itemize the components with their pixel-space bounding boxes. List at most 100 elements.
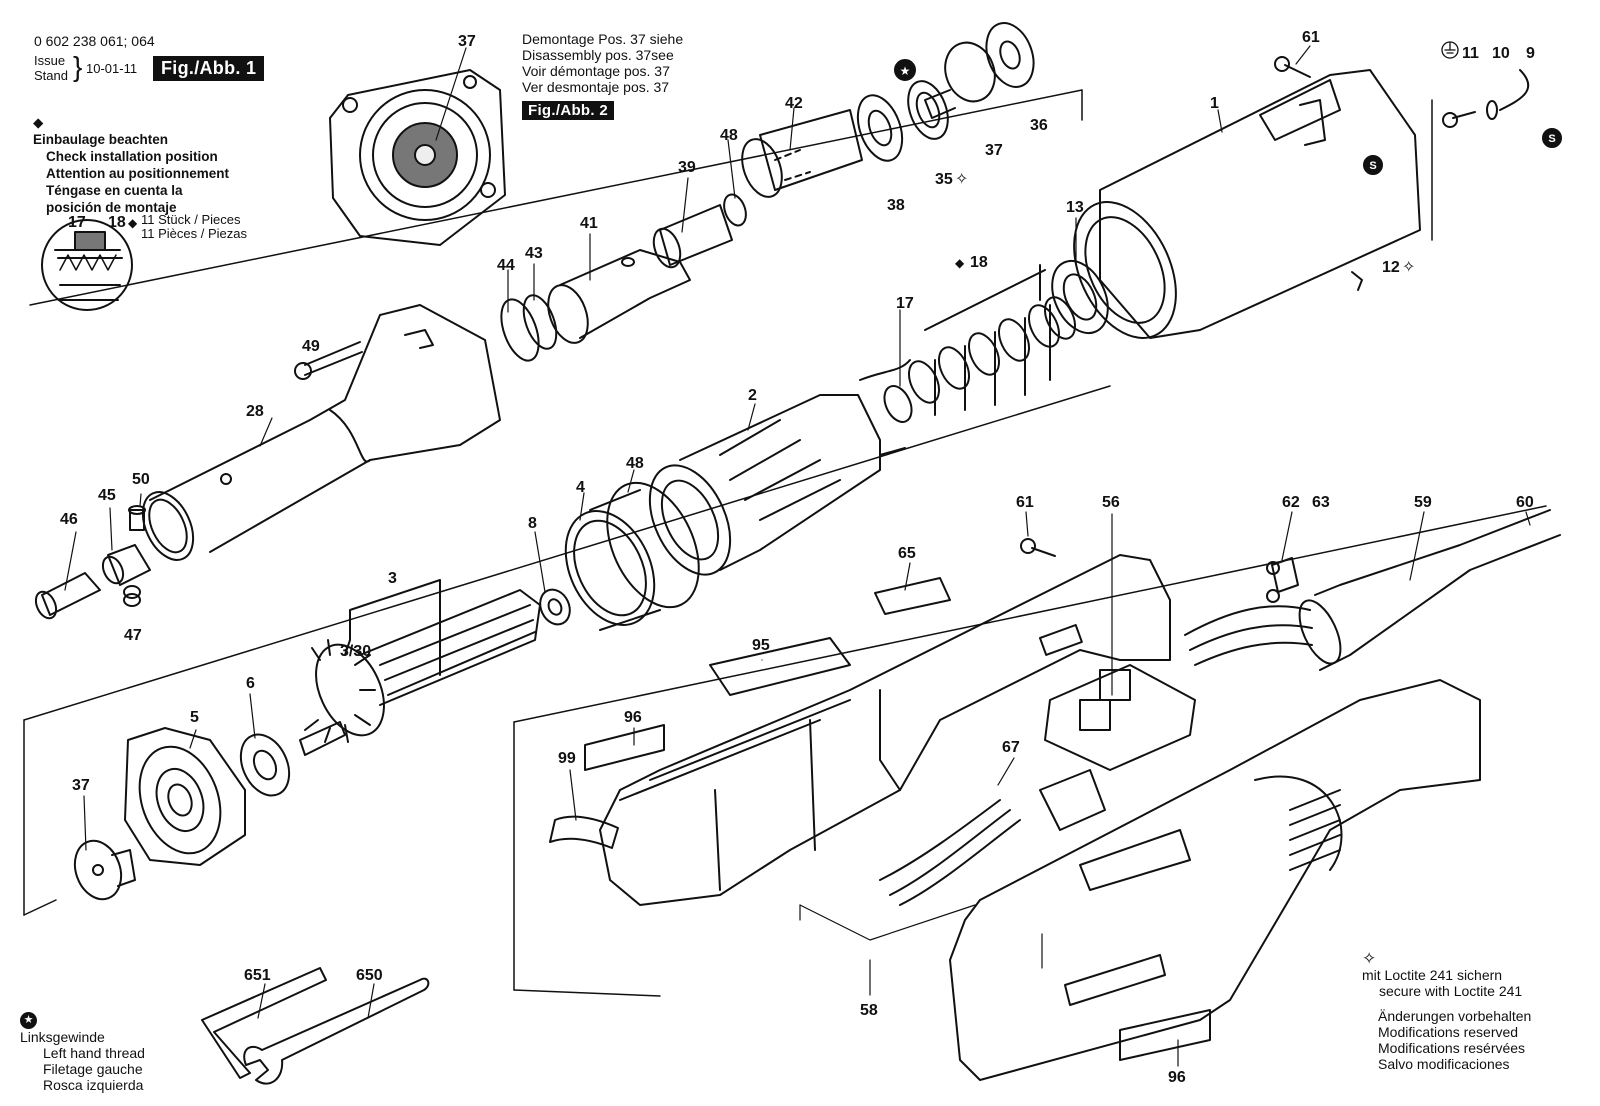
ground-symbol-icon bbox=[1441, 41, 1459, 59]
part-number: 58 bbox=[860, 1002, 878, 1019]
part-49-screw bbox=[294, 341, 363, 380]
part-41-spindle bbox=[500, 249, 691, 362]
part-number: 45 bbox=[98, 487, 116, 504]
part-number: 4 bbox=[576, 479, 585, 496]
switch-block bbox=[1039, 664, 1196, 831]
part-number: 41 bbox=[580, 215, 598, 232]
part-number: 49 bbox=[302, 338, 320, 355]
part-number: 17 bbox=[68, 214, 86, 231]
part-3-armature bbox=[299, 579, 541, 756]
legend-modifications: Änderungen vorbehalten Modifications res… bbox=[1378, 1008, 1532, 1072]
installation-note: ◆Einbaulage beachten Check installation … bbox=[33, 115, 229, 215]
s-markers: S S bbox=[1363, 128, 1562, 175]
inline-markers: ✧ ✧ ◆ ◆ bbox=[128, 171, 1415, 276]
part-number: 42 bbox=[785, 95, 803, 112]
part-number: 61 bbox=[1016, 494, 1034, 511]
part-number: 48 bbox=[626, 455, 644, 472]
left-thread-symbol: ★ bbox=[894, 59, 916, 81]
issue-date: 10-01-11 bbox=[86, 61, 138, 76]
part-number: 28 bbox=[246, 403, 264, 420]
part-number: 38 bbox=[887, 197, 905, 214]
fig2-badge: Fig./Abb. 2 bbox=[522, 101, 614, 120]
part-number: 59 bbox=[1414, 494, 1432, 511]
top-shaft-assembly bbox=[652, 22, 1035, 269]
handle-upper-half bbox=[949, 679, 1481, 1081]
brush-detail-circle bbox=[41, 219, 133, 311]
part-number: 48 bbox=[720, 127, 738, 144]
part-number: 36 bbox=[1030, 117, 1048, 134]
part-number: 3 bbox=[388, 570, 397, 587]
part-number: 99 bbox=[558, 750, 576, 767]
part-number: 39 bbox=[678, 159, 696, 176]
part-number: 37 bbox=[72, 777, 90, 794]
disassembly-note: Demontage Pos. 37 siehe Disassembly pos.… bbox=[522, 31, 684, 95]
part-number: 63 bbox=[1312, 494, 1330, 511]
part-number: 62 bbox=[1282, 494, 1300, 511]
stand-label: Stand bbox=[34, 68, 68, 83]
part-number: 13 bbox=[1066, 199, 1084, 216]
part-number: 35 bbox=[935, 171, 953, 188]
part-17-ring bbox=[883, 385, 913, 423]
part-number: 43 bbox=[525, 245, 543, 262]
star-circle-icon: ★ bbox=[20, 1012, 37, 1029]
legend-left-thread: ★Linksgewinde Left hand thread Filetage … bbox=[20, 1012, 145, 1093]
part-number: 18 bbox=[970, 254, 988, 271]
part-37-flange-detail bbox=[329, 69, 506, 246]
part-number: 96 bbox=[624, 709, 642, 726]
part-number: 37 bbox=[458, 33, 476, 50]
small-screws bbox=[1020, 56, 1530, 603]
part-number: 96 bbox=[1168, 1069, 1186, 1086]
part-number: 46 bbox=[60, 511, 78, 528]
part-number: 6 bbox=[246, 675, 255, 692]
fig1-badge: Fig./Abb. 1 bbox=[153, 56, 265, 81]
parts-4-8-48-rings bbox=[539, 481, 700, 631]
part-numbers: 37 42 48 39 38 35 37 36 41 43 44 49 28 5… bbox=[60, 29, 1535, 1086]
collet-chuck-parts bbox=[34, 505, 151, 620]
svg-text:◆: ◆ bbox=[128, 216, 138, 230]
part-37-left-flange bbox=[73, 839, 136, 901]
part-number: 95 bbox=[752, 637, 770, 654]
part-number: 18 bbox=[108, 214, 126, 231]
part-number: 1 bbox=[1210, 95, 1219, 112]
part-number: 10 bbox=[1492, 45, 1510, 62]
part-1-motor-housing bbox=[1073, 69, 1421, 339]
part-number: 47 bbox=[124, 627, 142, 644]
leader-lines bbox=[64, 45, 1531, 1067]
brace-glyph: } bbox=[73, 51, 83, 82]
part-number: 651 bbox=[244, 967, 271, 984]
part-number: 3/30 bbox=[340, 643, 371, 660]
cable-and-wires bbox=[879, 509, 1561, 906]
part-2-field-coil bbox=[648, 359, 911, 576]
svg-text:◆: ◆ bbox=[955, 256, 965, 270]
part-number: 12 bbox=[1382, 259, 1400, 276]
part-number: 50 bbox=[132, 471, 150, 488]
svg-text:✧: ✧ bbox=[1402, 259, 1415, 276]
issue-label: Issue bbox=[34, 53, 66, 68]
part-13-ring bbox=[1051, 259, 1109, 335]
part-number: 56 bbox=[1102, 494, 1120, 511]
part-18-brush-rings bbox=[907, 264, 1077, 416]
part-number: 44 bbox=[497, 257, 515, 274]
part-6-bearing bbox=[239, 733, 291, 797]
diamond-icon: ◆ bbox=[33, 115, 44, 130]
doc-number: 0 602 238 061; 064 bbox=[34, 33, 155, 49]
frame-lines bbox=[23, 89, 1547, 997]
part-number: 11 bbox=[1462, 45, 1479, 62]
part-28-nose-housing bbox=[141, 304, 501, 561]
part-number: 17 bbox=[896, 295, 914, 312]
part-number: 9 bbox=[1526, 45, 1535, 62]
part-number: 2 bbox=[748, 387, 757, 404]
part-number: 5 bbox=[190, 709, 199, 726]
s-marker-2: S bbox=[1548, 133, 1555, 145]
svg-text:★: ★ bbox=[900, 64, 911, 78]
part-5-flange bbox=[124, 727, 246, 866]
label-plates bbox=[549, 577, 1211, 1061]
handle-lower-half bbox=[599, 554, 1171, 906]
part-number: 650 bbox=[356, 967, 383, 984]
pieces-note: 11 Stück / Pieces 11 Pièces / Piezas bbox=[141, 212, 247, 241]
four-point-star-icon: ✧ bbox=[1362, 949, 1377, 968]
part-number: 8 bbox=[528, 515, 537, 532]
part-number: 37 bbox=[985, 142, 1003, 159]
